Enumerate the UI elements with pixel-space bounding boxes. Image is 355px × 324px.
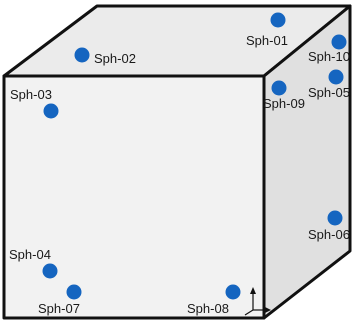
sphere-dot [74, 47, 90, 63]
sphere-label: Sph-01 [246, 33, 288, 48]
cube-front-face [2, 74, 266, 320]
sphere-marker-sph-04: Sph-04 [9, 247, 58, 279]
sphere-marker-sph-09: Sph-09 [263, 80, 305, 111]
sphere-dot [225, 284, 241, 300]
sphere-dot [66, 284, 82, 300]
sphere-label: Sph-09 [263, 96, 305, 111]
axis-y-arrowhead [250, 287, 256, 294]
sphere-dot [327, 210, 343, 226]
sphere-label: Sph-06 [308, 227, 350, 242]
sphere-label: Sph-03 [10, 87, 52, 102]
sphere-label: Sph-07 [38, 301, 80, 316]
sphere-marker-sph-08: Sph-08 [187, 284, 241, 316]
sphere-dot [331, 34, 347, 50]
sphere-label: Sph-10 [308, 49, 350, 64]
sphere-dot [328, 69, 344, 85]
axis-z-line [244, 309, 254, 316]
sphere-dot [43, 103, 59, 119]
sphere-dot [271, 80, 287, 96]
axis-x-arrowhead [265, 307, 271, 313]
sphere-markers: Sph-01Sph-02Sph-03Sph-04Sph-05Sph-06Sph-… [9, 12, 350, 316]
sphere-marker-sph-01: Sph-01 [246, 12, 288, 48]
sphere-marker-sph-05: Sph-05 [308, 69, 350, 100]
sphere-label: Sph-04 [9, 247, 51, 262]
sphere-marker-sph-06: Sph-06 [308, 210, 350, 242]
cube [2, 4, 352, 320]
sphere-marker-sph-07: Sph-07 [38, 284, 82, 316]
sphere-dot [42, 263, 58, 279]
sphere-label: Sph-05 [308, 85, 350, 100]
sphere-label: Sph-02 [94, 51, 136, 66]
sphere-marker-sph-03: Sph-03 [10, 87, 59, 119]
sphere-marker-sph-10: Sph-10 [308, 34, 350, 64]
sphere-marker-sph-02: Sph-02 [74, 47, 136, 66]
sphere-label: Sph-08 [187, 301, 229, 316]
sphere-dot [270, 12, 286, 28]
axis-triad-icon [244, 287, 271, 316]
